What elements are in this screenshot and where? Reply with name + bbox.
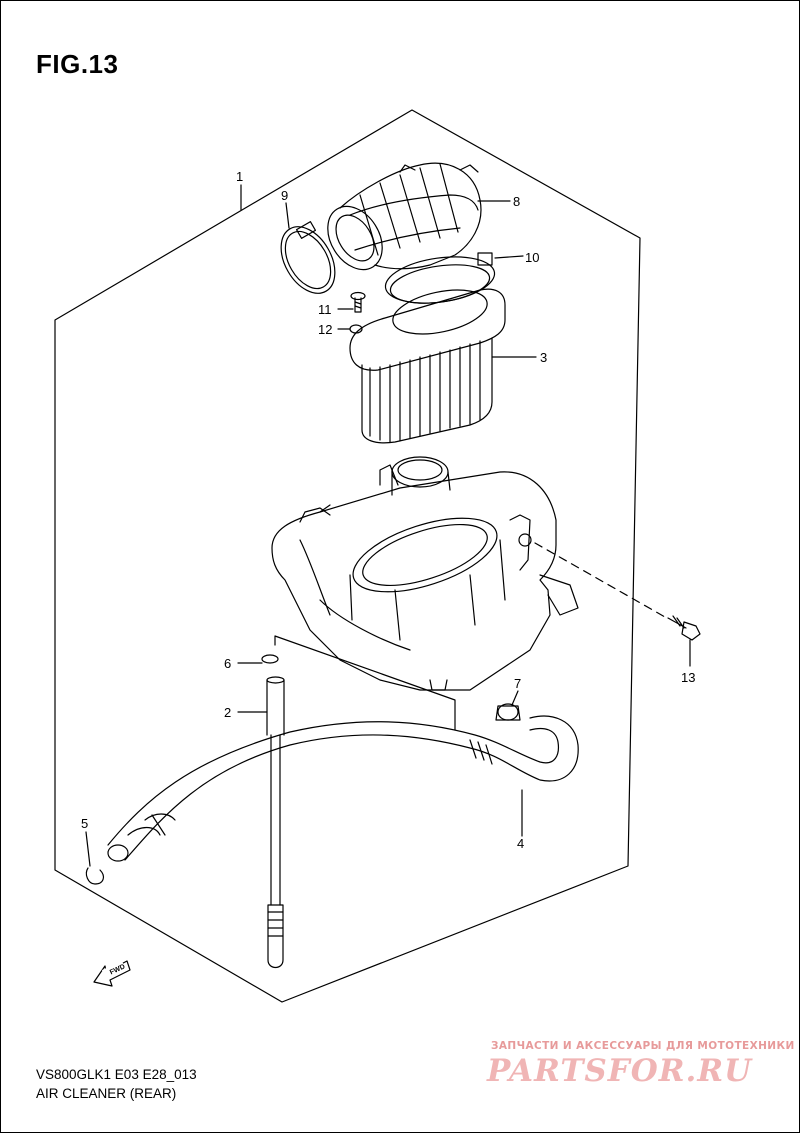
- callout-2: 2: [224, 705, 231, 720]
- callout-12: 12: [318, 322, 332, 337]
- part-9-clamp: [280, 221, 336, 294]
- part-11-screw: [350, 291, 366, 313]
- callout-3: 3: [540, 350, 547, 365]
- callout-11: 11: [318, 302, 332, 317]
- air-cleaner-case: [271, 456, 579, 691]
- callout-4: 4: [517, 836, 524, 851]
- part-3-filter-element: [349, 288, 506, 444]
- leader-7: [511, 690, 519, 706]
- hose-bracket: [274, 635, 456, 731]
- part-8-intake-boot: [327, 162, 482, 271]
- model-code: VS800GLK1 E03 E28_013: [36, 1067, 197, 1082]
- callout-13: 13: [681, 670, 695, 685]
- part-6-o-ring: [261, 654, 279, 664]
- part-7-clamp: [495, 703, 521, 721]
- part-10-clamp: [384, 252, 496, 304]
- figure-title: FIG.13: [36, 49, 119, 79]
- leader-13-dashed: [534, 542, 666, 618]
- leader-9: [285, 202, 290, 229]
- part-5-clip: [85, 867, 105, 885]
- callout-9: 9: [281, 188, 288, 203]
- leader-5: [85, 831, 91, 867]
- callout-10: 10: [525, 250, 539, 265]
- callout-7: 7: [514, 676, 521, 691]
- assembly-outline: [54, 109, 641, 1003]
- watermark-tagline: ЗАПЧАСТИ И АКСЕССУАРЫ ДЛЯ МОТОТЕХНИКИ: [491, 1040, 795, 1052]
- callout-1: 1: [236, 169, 243, 184]
- part-13-bolt: [667, 615, 701, 641]
- part-4-vent-hose: [107, 715, 579, 862]
- callout-6: 6: [224, 656, 231, 671]
- part-2-drain-tube: [266, 676, 285, 969]
- callout-8: 8: [513, 194, 520, 209]
- leader-10: [494, 255, 524, 259]
- callout-5: 5: [81, 816, 88, 831]
- figure-caption: AIR CLEANER (REAR): [36, 1086, 177, 1101]
- watermark-logo: PARTSFOR.RU: [487, 1053, 753, 1089]
